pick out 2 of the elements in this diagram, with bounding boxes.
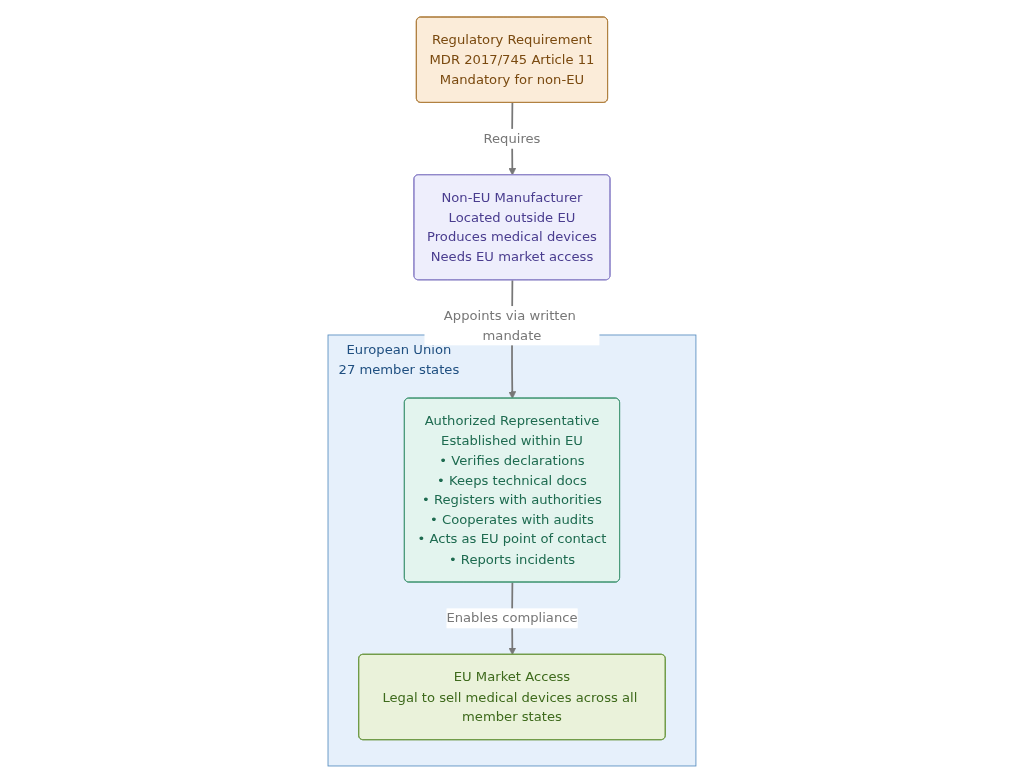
edge-label: Enables compliance <box>446 610 578 626</box>
edge-label: Requires <box>483 130 541 147</box>
